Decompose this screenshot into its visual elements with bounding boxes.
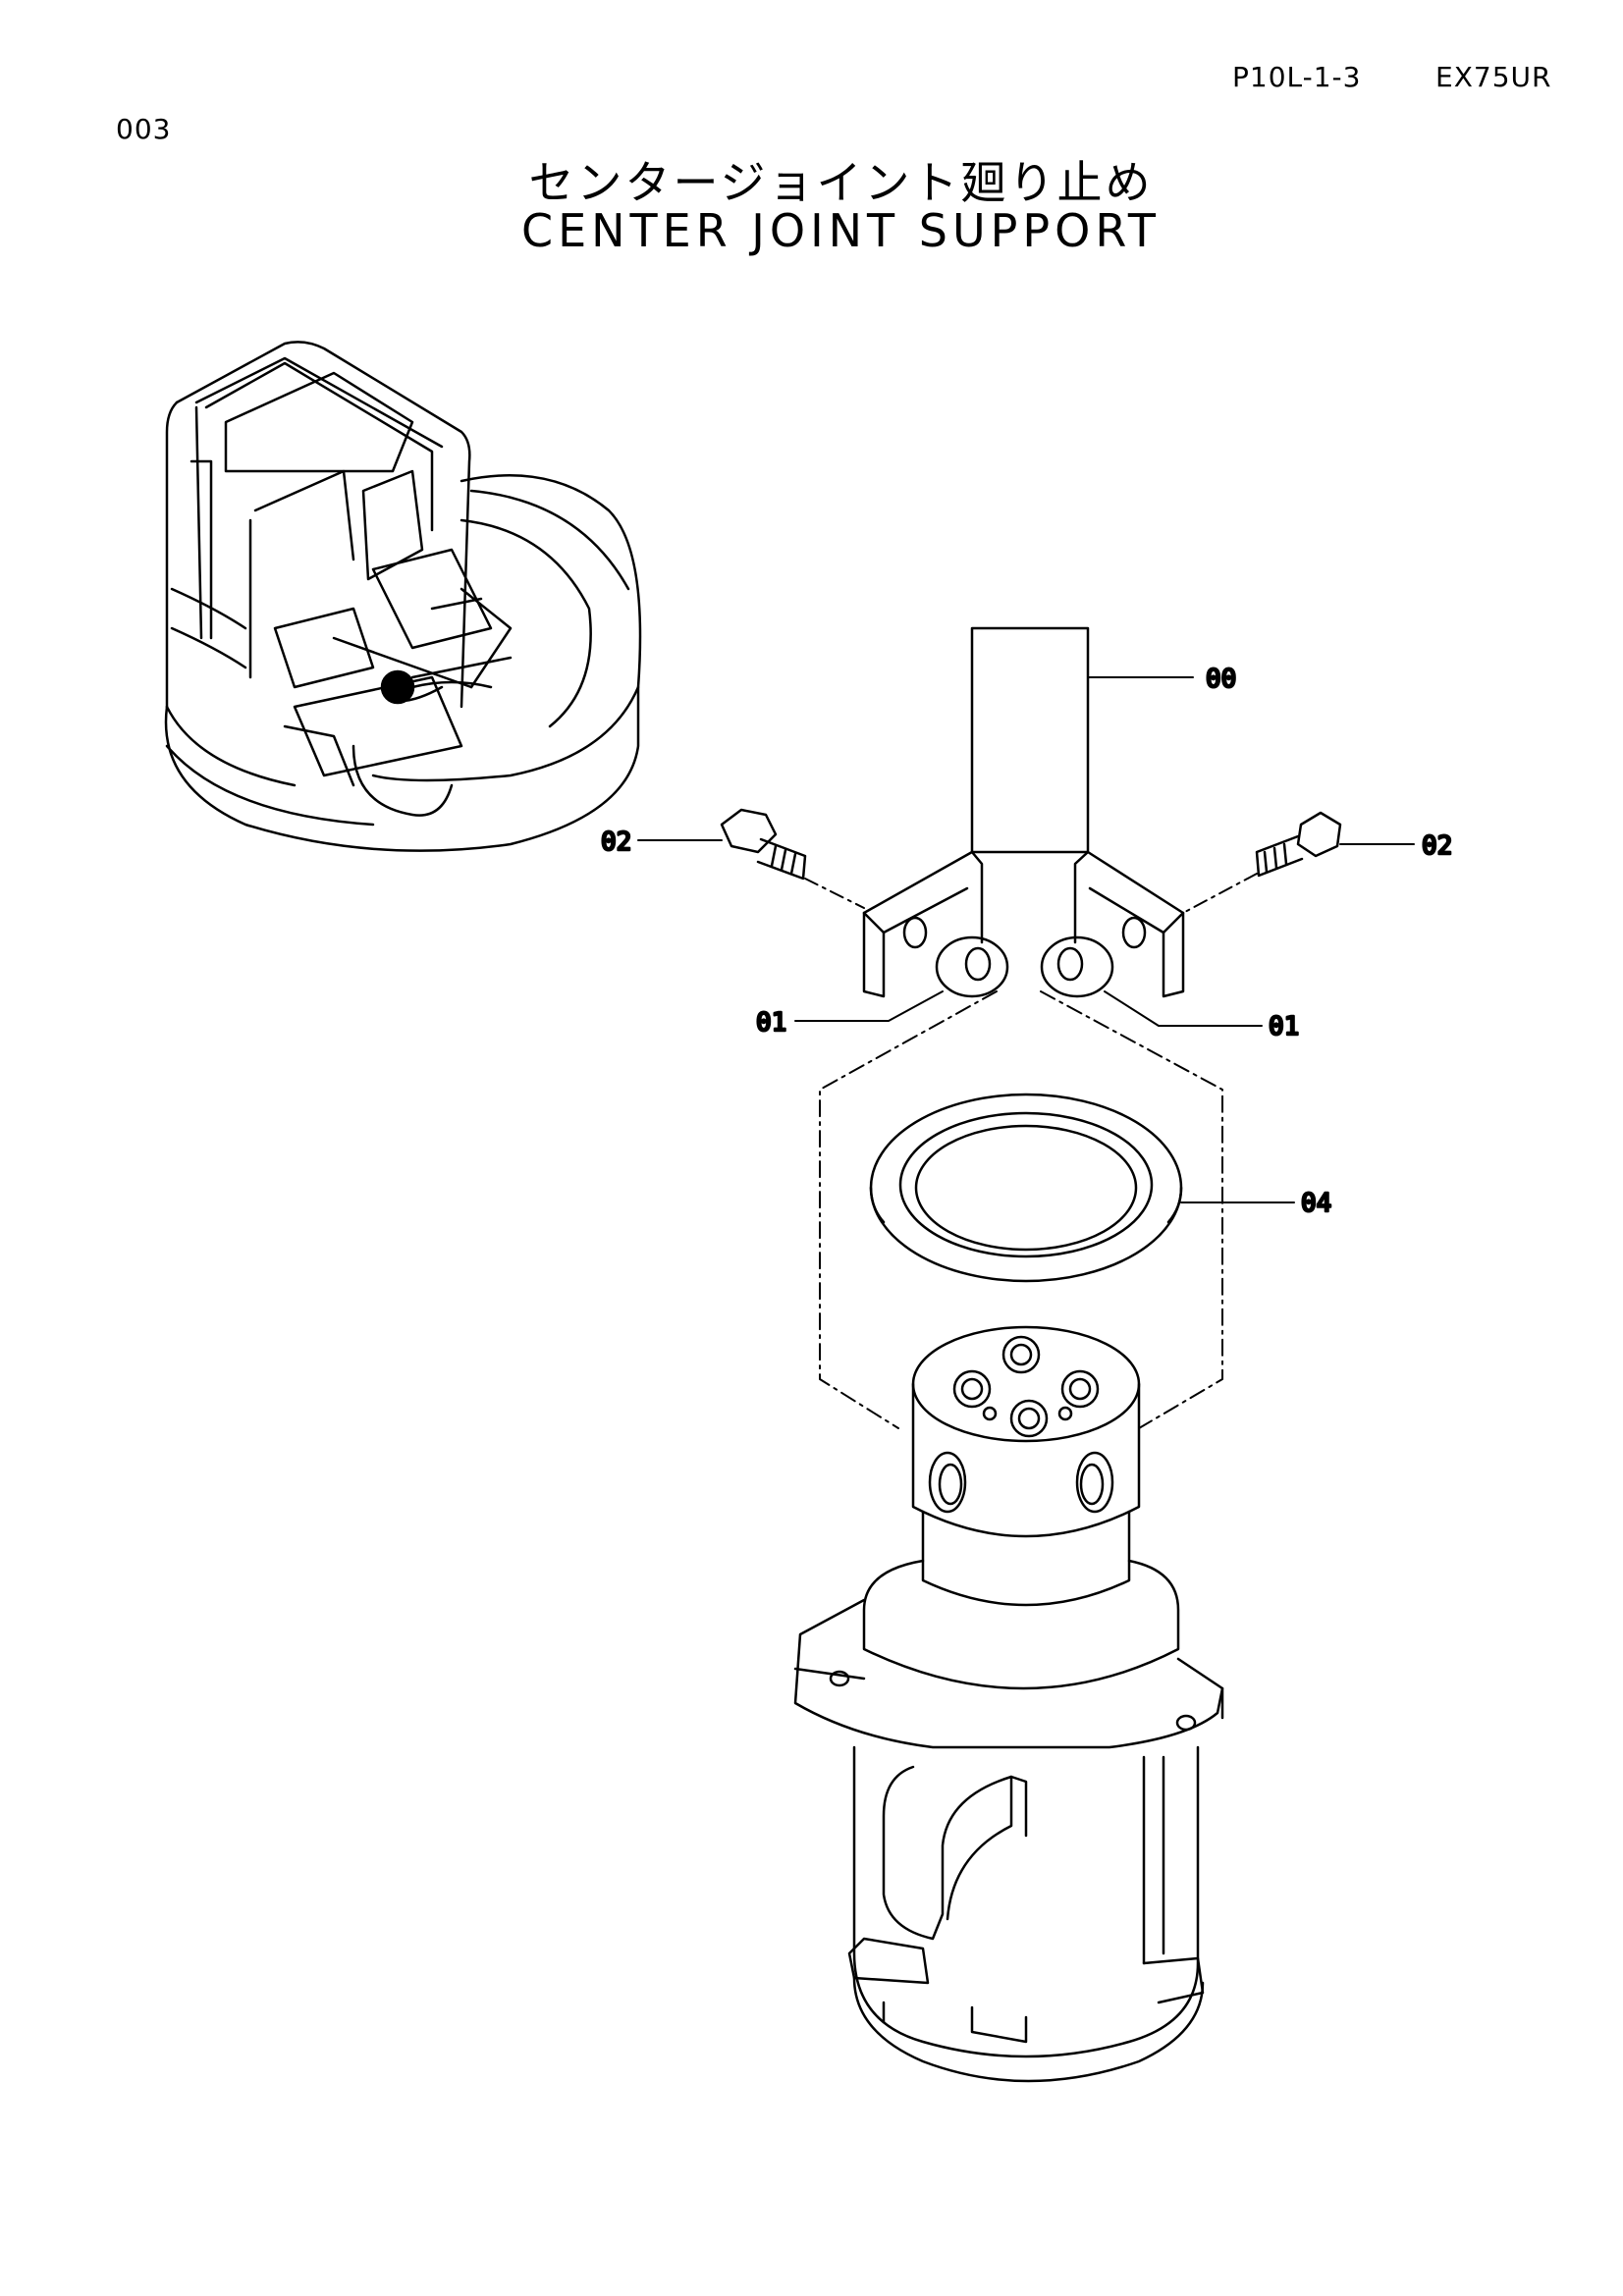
seal-ring [869, 1093, 1183, 1283]
bolt-left [720, 808, 807, 881]
callout-00: 00 [1206, 665, 1236, 694]
washer-left [935, 935, 1009, 998]
callout-01-right: 01 [1269, 1012, 1299, 1041]
title-japanese: センタージョイント廻り止め [528, 156, 1154, 209]
callout-01-left: 01 [756, 1008, 786, 1038]
title-english: CENTER JOINT SUPPORT [520, 204, 1162, 257]
washer-right [1040, 935, 1114, 998]
callout-04: 04 [1301, 1189, 1331, 1218]
stopper-plate [862, 626, 1185, 998]
callout-02-left: 02 [601, 828, 631, 857]
page-code: P10L-1-3 [1232, 61, 1362, 93]
bolt-right [1255, 811, 1342, 878]
page-number: 003 [116, 113, 172, 145]
excavator-overview [164, 341, 642, 852]
center-joint-body [793, 1325, 1224, 2083]
center-joint-marker [380, 669, 415, 705]
callout-02-right: 02 [1422, 831, 1452, 861]
model-number: EX75UR [1435, 61, 1552, 93]
